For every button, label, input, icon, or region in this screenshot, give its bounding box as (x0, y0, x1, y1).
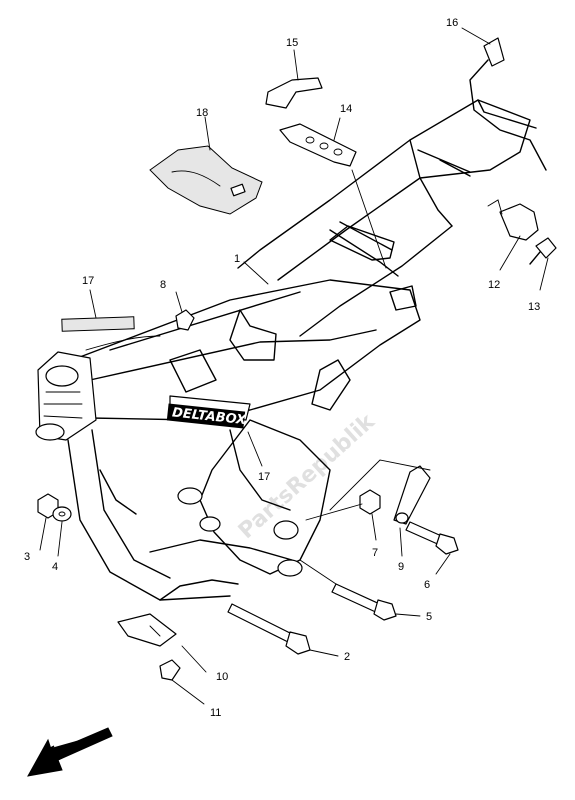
part-11-bolt (159, 659, 205, 705)
part-12-bracket-shape (499, 203, 539, 241)
part-5-bolt (331, 583, 421, 621)
part-16-stay (461, 27, 547, 171)
part-14-damper (279, 117, 387, 269)
callout-6: 6 (424, 579, 430, 591)
part-18-seat-cover (149, 116, 263, 215)
callout-8: 8 (160, 279, 166, 291)
part-15-bracket (265, 49, 323, 109)
part-2-bolt (227, 603, 339, 657)
part-3-nut (37, 493, 59, 551)
callout-1: 1 (234, 253, 240, 265)
part-4-washer (52, 506, 72, 557)
part-1-main-frame: DELTABOX (35, 99, 539, 601)
part-8-bolt (175, 291, 195, 331)
callout-3: 3 (24, 551, 30, 563)
callout-13: 13 (528, 301, 540, 313)
part-17-upper-sticker (61, 289, 135, 332)
assembly-guide-lines (299, 459, 431, 585)
watermark-text: PartsRepublik (234, 408, 381, 544)
callout-17-upper: 17 (82, 275, 94, 287)
callout-5: 5 (426, 611, 432, 623)
part-7-nut (359, 489, 381, 541)
watermark: PartsRepublik (234, 408, 381, 544)
front-direction-arrow-icon (27, 727, 113, 777)
callout-17-lower: 17 (258, 471, 270, 483)
callout-4: 4 (52, 561, 58, 573)
callout-11: 11 (210, 707, 221, 719)
callout-10: 10 (216, 671, 228, 683)
callout-9: 9 (398, 561, 404, 573)
callout-labels: 1 2 3 4 5 6 7 8 9 10 11 12 13 14 15 16 1… (24, 17, 540, 719)
part-10-plate (117, 613, 207, 673)
callout-18: 18 (196, 107, 208, 119)
callout-15: 15 (286, 37, 298, 49)
callout-2: 2 (344, 651, 350, 663)
part-12-leader (499, 235, 521, 271)
part-9-link (393, 465, 431, 557)
part-6-bolt (405, 521, 459, 575)
part-13-bolt (529, 237, 557, 291)
callout-7: 7 (372, 547, 378, 559)
callout-16: 16 (446, 17, 458, 29)
callout-14: 14 (340, 103, 352, 115)
callout-12: 12 (488, 279, 500, 291)
